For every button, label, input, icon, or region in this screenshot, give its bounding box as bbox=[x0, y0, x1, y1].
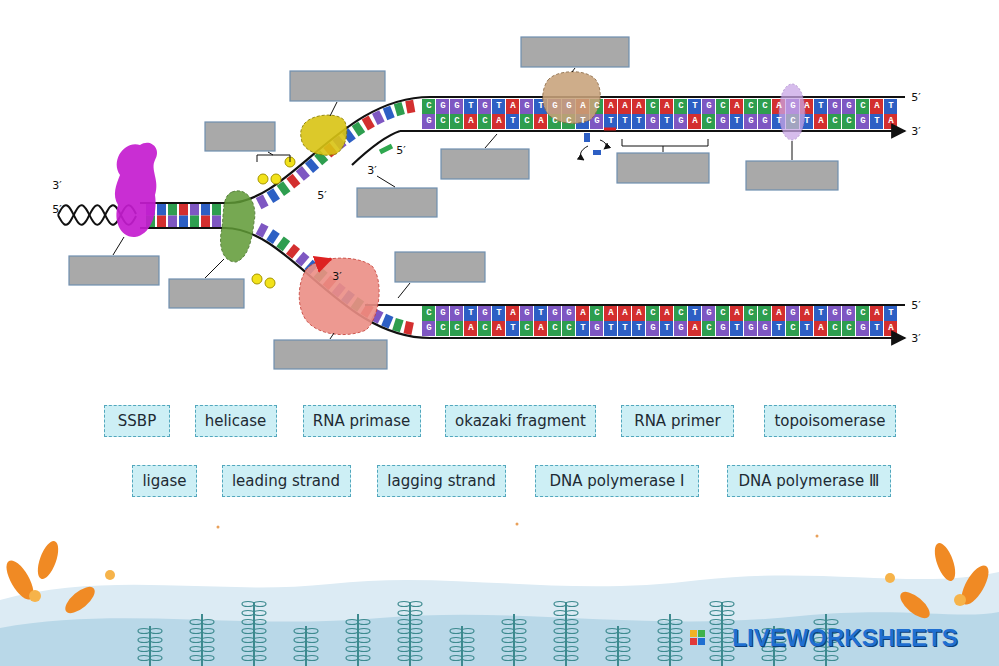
base bbox=[201, 216, 210, 228]
base bbox=[386, 107, 391, 119]
strand-end-label: 5′ bbox=[52, 204, 62, 215]
base bbox=[190, 204, 199, 216]
word-tile: topoisomerase bbox=[764, 405, 896, 437]
word-tile: DNA polymerase Ⅲ bbox=[727, 465, 891, 497]
word-tile: RNA primase bbox=[303, 405, 421, 437]
base bbox=[168, 216, 177, 228]
word-tile: helicase bbox=[195, 405, 277, 437]
base bbox=[212, 216, 221, 228]
rna-primer bbox=[317, 129, 616, 264]
word-tile: lagging strand bbox=[377, 465, 506, 497]
base bbox=[270, 231, 277, 241]
base bbox=[179, 204, 188, 216]
base bbox=[398, 103, 401, 115]
base bbox=[299, 169, 307, 179]
word-tile: SSBP bbox=[104, 405, 170, 437]
word-tile: RNA primer bbox=[621, 405, 734, 437]
word-tile: leading strand bbox=[222, 465, 351, 497]
strand-end-label: 5′ bbox=[396, 145, 406, 156]
base bbox=[168, 204, 177, 216]
base bbox=[407, 322, 410, 334]
base bbox=[409, 100, 411, 112]
base bbox=[179, 216, 188, 228]
base bbox=[290, 176, 298, 186]
tile-text: helicase bbox=[205, 412, 267, 430]
base-sequence: CGGTGTAGTGGACAAACACTGCACCAGATGGCAT bbox=[426, 102, 902, 111]
base bbox=[396, 319, 400, 331]
base bbox=[157, 204, 166, 216]
word-tile: ligase bbox=[132, 465, 197, 497]
base-sequence: GCCACATCACCTGTTTGTGACGTGGTCTACCGTA bbox=[426, 324, 902, 333]
base bbox=[190, 216, 199, 228]
base bbox=[259, 225, 265, 236]
strand-end-label: 3′ bbox=[367, 165, 377, 176]
strand-end-label: 5′ bbox=[317, 190, 327, 201]
primase-protein bbox=[301, 115, 347, 155]
strand-end-label: 3′ bbox=[52, 180, 62, 191]
tile-text: RNA primer bbox=[634, 412, 721, 430]
tile-text: lagging strand bbox=[387, 472, 495, 490]
strand-end-label: 3′ bbox=[911, 333, 921, 344]
tile-text: topoisomerase bbox=[774, 412, 885, 430]
base-sequence: CGGTGTAGTGGACAAACACTGCACCAGATGGCAT bbox=[426, 309, 902, 318]
logo-icon bbox=[690, 630, 705, 645]
base bbox=[308, 161, 316, 171]
base bbox=[280, 183, 287, 193]
helicase-protein bbox=[221, 191, 255, 262]
base-sequence: GCCACATCACCTGTTTGTGACGTGGTCTACCGTA bbox=[426, 117, 902, 126]
polymerase-I-protein bbox=[543, 72, 601, 124]
base bbox=[298, 254, 306, 264]
topoisomerase-protein bbox=[115, 143, 157, 237]
word-tile: okazaki fragment bbox=[445, 405, 596, 437]
floral-band bbox=[0, 523, 999, 666]
word-tile: DNA polymerase Ⅰ bbox=[535, 465, 699, 497]
base bbox=[385, 315, 390, 327]
watermark: LIVEWORKSHEETS bbox=[732, 626, 957, 650]
base bbox=[270, 190, 277, 201]
ligase-protein bbox=[779, 84, 805, 140]
base bbox=[376, 112, 381, 123]
tile-text: leading strand bbox=[232, 472, 340, 490]
ssbp-dots bbox=[252, 157, 295, 288]
strand-end-label: 3′ bbox=[911, 126, 921, 137]
base bbox=[259, 196, 265, 207]
strand-end-label: 3′ bbox=[332, 271, 342, 282]
base bbox=[201, 204, 210, 216]
polymerase-III-protein bbox=[299, 258, 379, 334]
tile-text: DNA polymerase Ⅰ bbox=[550, 472, 685, 490]
base bbox=[157, 216, 166, 228]
tile-text: RNA primase bbox=[313, 412, 410, 430]
base bbox=[289, 247, 297, 257]
tile-text: ligase bbox=[142, 472, 186, 490]
tile-text: DNA polymerase Ⅲ bbox=[739, 472, 880, 490]
strand-end-label: 5′ bbox=[911, 92, 921, 103]
base bbox=[355, 124, 362, 134]
strand-end-label: 5′ bbox=[911, 300, 921, 311]
base bbox=[280, 239, 287, 249]
base bbox=[212, 204, 221, 216]
tile-text: okazaki fragment bbox=[455, 412, 586, 430]
tile-text: SSBP bbox=[118, 412, 156, 430]
base bbox=[365, 118, 371, 129]
removed-nucleotides bbox=[581, 133, 607, 160]
